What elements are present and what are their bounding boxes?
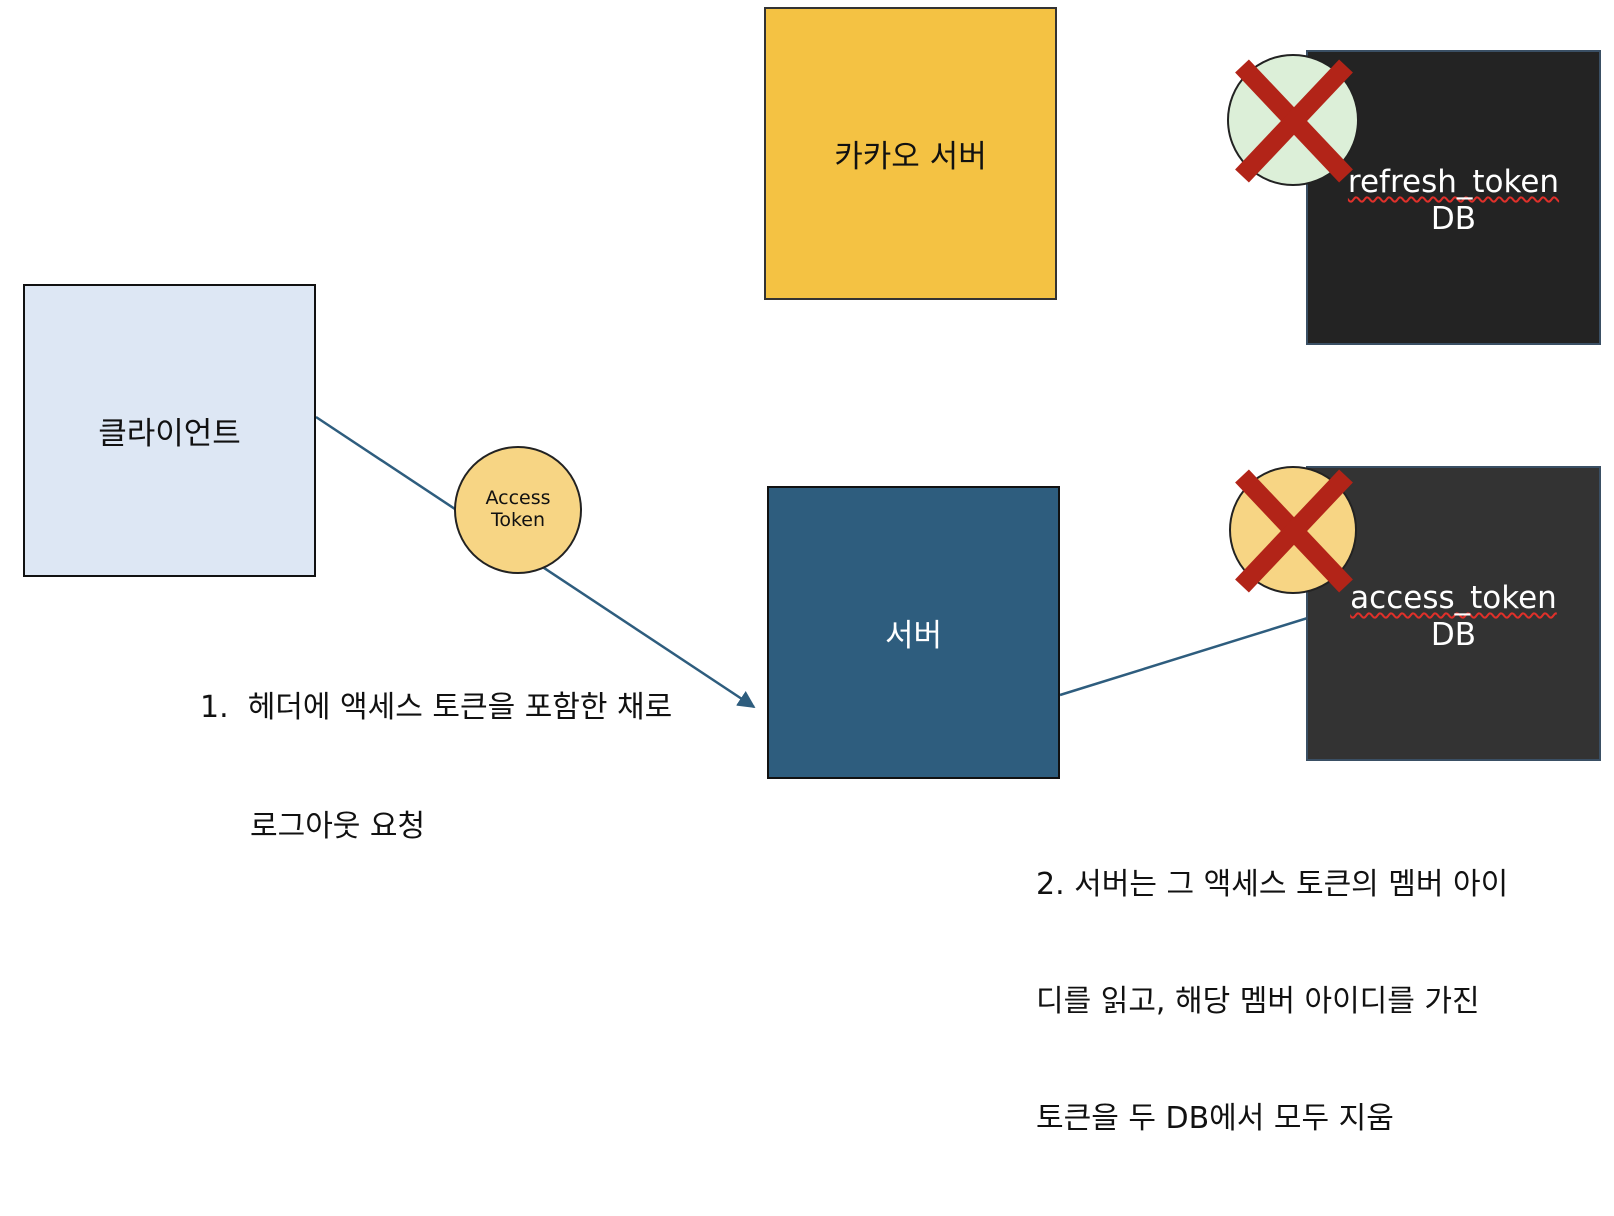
access-token-line2: Token (490, 509, 546, 531)
refresh-db-suffix: DB (1430, 201, 1477, 238)
server-label: 서버 (884, 618, 943, 654)
x-icon (1235, 469, 1353, 593)
step-1-number: 1. (200, 690, 229, 726)
step-1-text-1: 헤더에 액세스 토큰을 포함한 채로 (247, 690, 673, 726)
client-node: 클라이언트 (23, 284, 316, 577)
step-1-line-2: 로그아웃 요청 (250, 808, 426, 844)
step-2-caption: 2. 서버는 그 액세스 토큰의 멤버 아이 디를 읽고, 해당 멤버 아이디를… (1036, 787, 1508, 1216)
x-icon (1235, 59, 1353, 183)
step-2-line-2: 디를 읽고, 해당 멤버 아이디를 가진 (1036, 984, 1480, 1019)
arrow-server-to-access-db (1059, 608, 1329, 697)
kakao-server-label: 카카오 서버 (834, 139, 987, 175)
refresh-db-name: refresh_token (1347, 164, 1560, 200)
step-1-line-1: 1. 헤더에 액세스 토큰을 포함한 채로 (200, 688, 672, 728)
access-db-name: access_token (1350, 580, 1557, 616)
access-db-suffix: DB (1430, 617, 1477, 654)
access-token-line1: Access (485, 487, 551, 510)
server-node: 서버 (767, 486, 1060, 779)
kakao-server-node: 카카오 서버 (764, 7, 1057, 300)
step-2-line-3: 토큰을 두 DB에서 모두 지움 (1036, 1101, 1394, 1136)
access-token-badge: Access Token (454, 446, 582, 574)
diagram-canvas: 클라이언트 카카오 서버 서버 refresh_token DB access_… (23, 7, 1601, 1136)
client-label: 클라이언트 (98, 416, 241, 452)
step-2-line-1: 2. 서버는 그 액세스 토큰의 멤버 아이 (1036, 867, 1509, 902)
step-1-caption: 1. 헤더에 액세스 토큰을 포함한 채로 로그아웃 요청 (200, 609, 672, 926)
